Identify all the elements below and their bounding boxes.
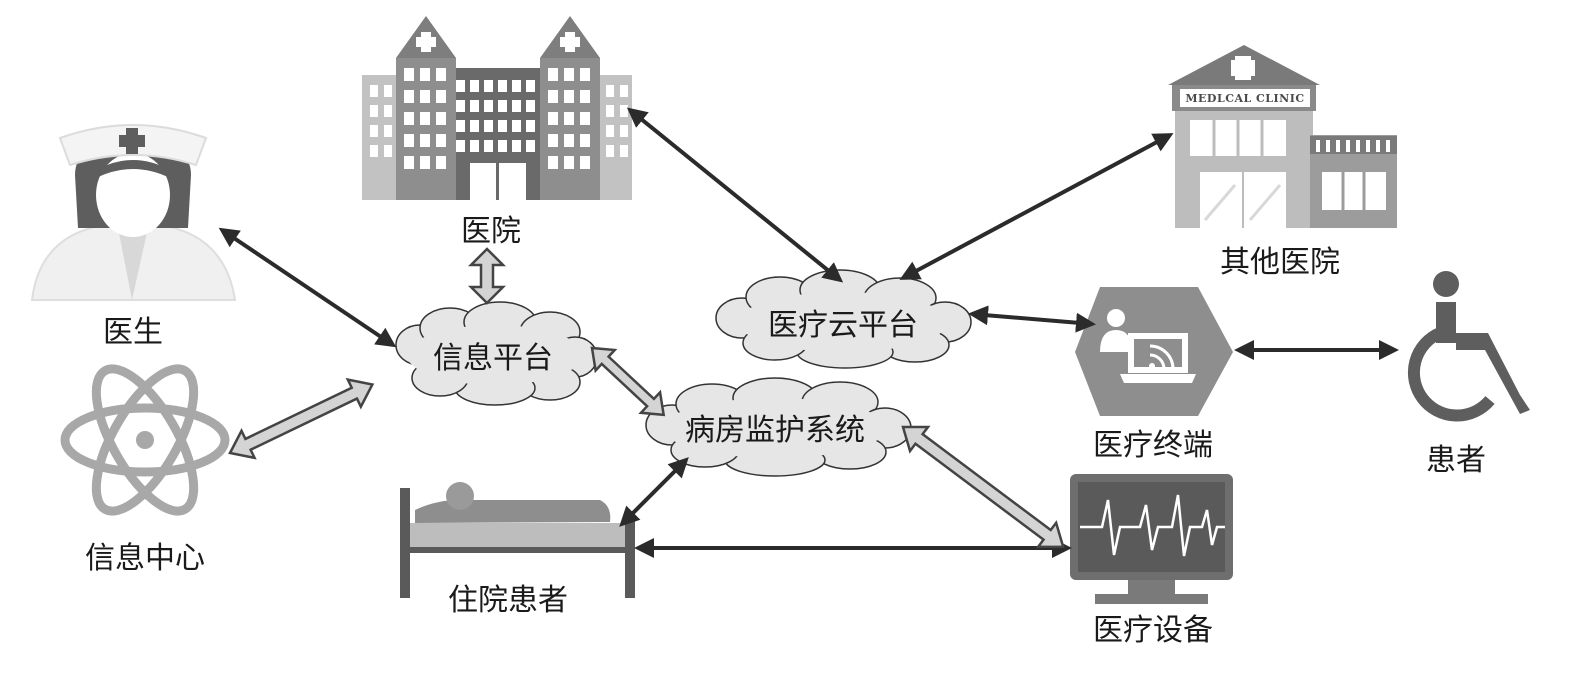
arrow-cloud-terminal xyxy=(968,305,1096,333)
inpatient-label: 住院患者 xyxy=(448,583,568,618)
medical-device-label: 医疗设备 xyxy=(1093,613,1213,648)
doctor-label: 医生 xyxy=(103,315,163,350)
hospital-building-icon xyxy=(362,16,632,200)
arrow-hospital-cloud xyxy=(626,107,844,283)
clinic-building-icon: MEDLCAL CLINIC xyxy=(1168,45,1397,228)
arrow-ward-bed xyxy=(619,457,689,527)
info-platform-label: 信息平台 xyxy=(433,341,553,376)
arrow-info-center-info-platform xyxy=(228,377,375,460)
atom-icon xyxy=(60,364,230,516)
laptop-wifi-icon xyxy=(1075,287,1233,416)
patient-label: 患者 xyxy=(1426,443,1486,478)
arrow-ward-device xyxy=(901,425,1065,549)
nurse-icon xyxy=(30,124,237,301)
arrow-doctor-info-platform xyxy=(218,227,397,348)
clinic-sign-text: MEDLCAL CLINIC xyxy=(1185,92,1304,105)
wheelchair-icon xyxy=(1407,271,1530,422)
hospital-bed-icon xyxy=(400,482,635,598)
medical-terminal-label: 医疗终端 xyxy=(1093,428,1213,463)
medical-cloud-platform-cloud xyxy=(715,269,972,369)
info-center-label: 信息中心 xyxy=(85,541,205,576)
arrow-info-platform-ward xyxy=(590,346,666,417)
ward-monitoring-system-label: 病房监护系统 xyxy=(685,413,865,448)
medical-cloud-platform-label: 医疗云平台 xyxy=(768,308,918,343)
arrow-hospital-info-platform xyxy=(467,247,507,305)
connectors xyxy=(218,107,1399,558)
hospital-label: 医院 xyxy=(461,214,521,249)
ward-monitoring-system-cloud xyxy=(645,377,912,477)
other-hospital-label: 其他医院 xyxy=(1220,245,1340,280)
heart-monitor-icon xyxy=(1070,474,1233,604)
info-platform-cloud xyxy=(395,301,598,406)
arrow-clinic-cloud xyxy=(899,133,1174,280)
